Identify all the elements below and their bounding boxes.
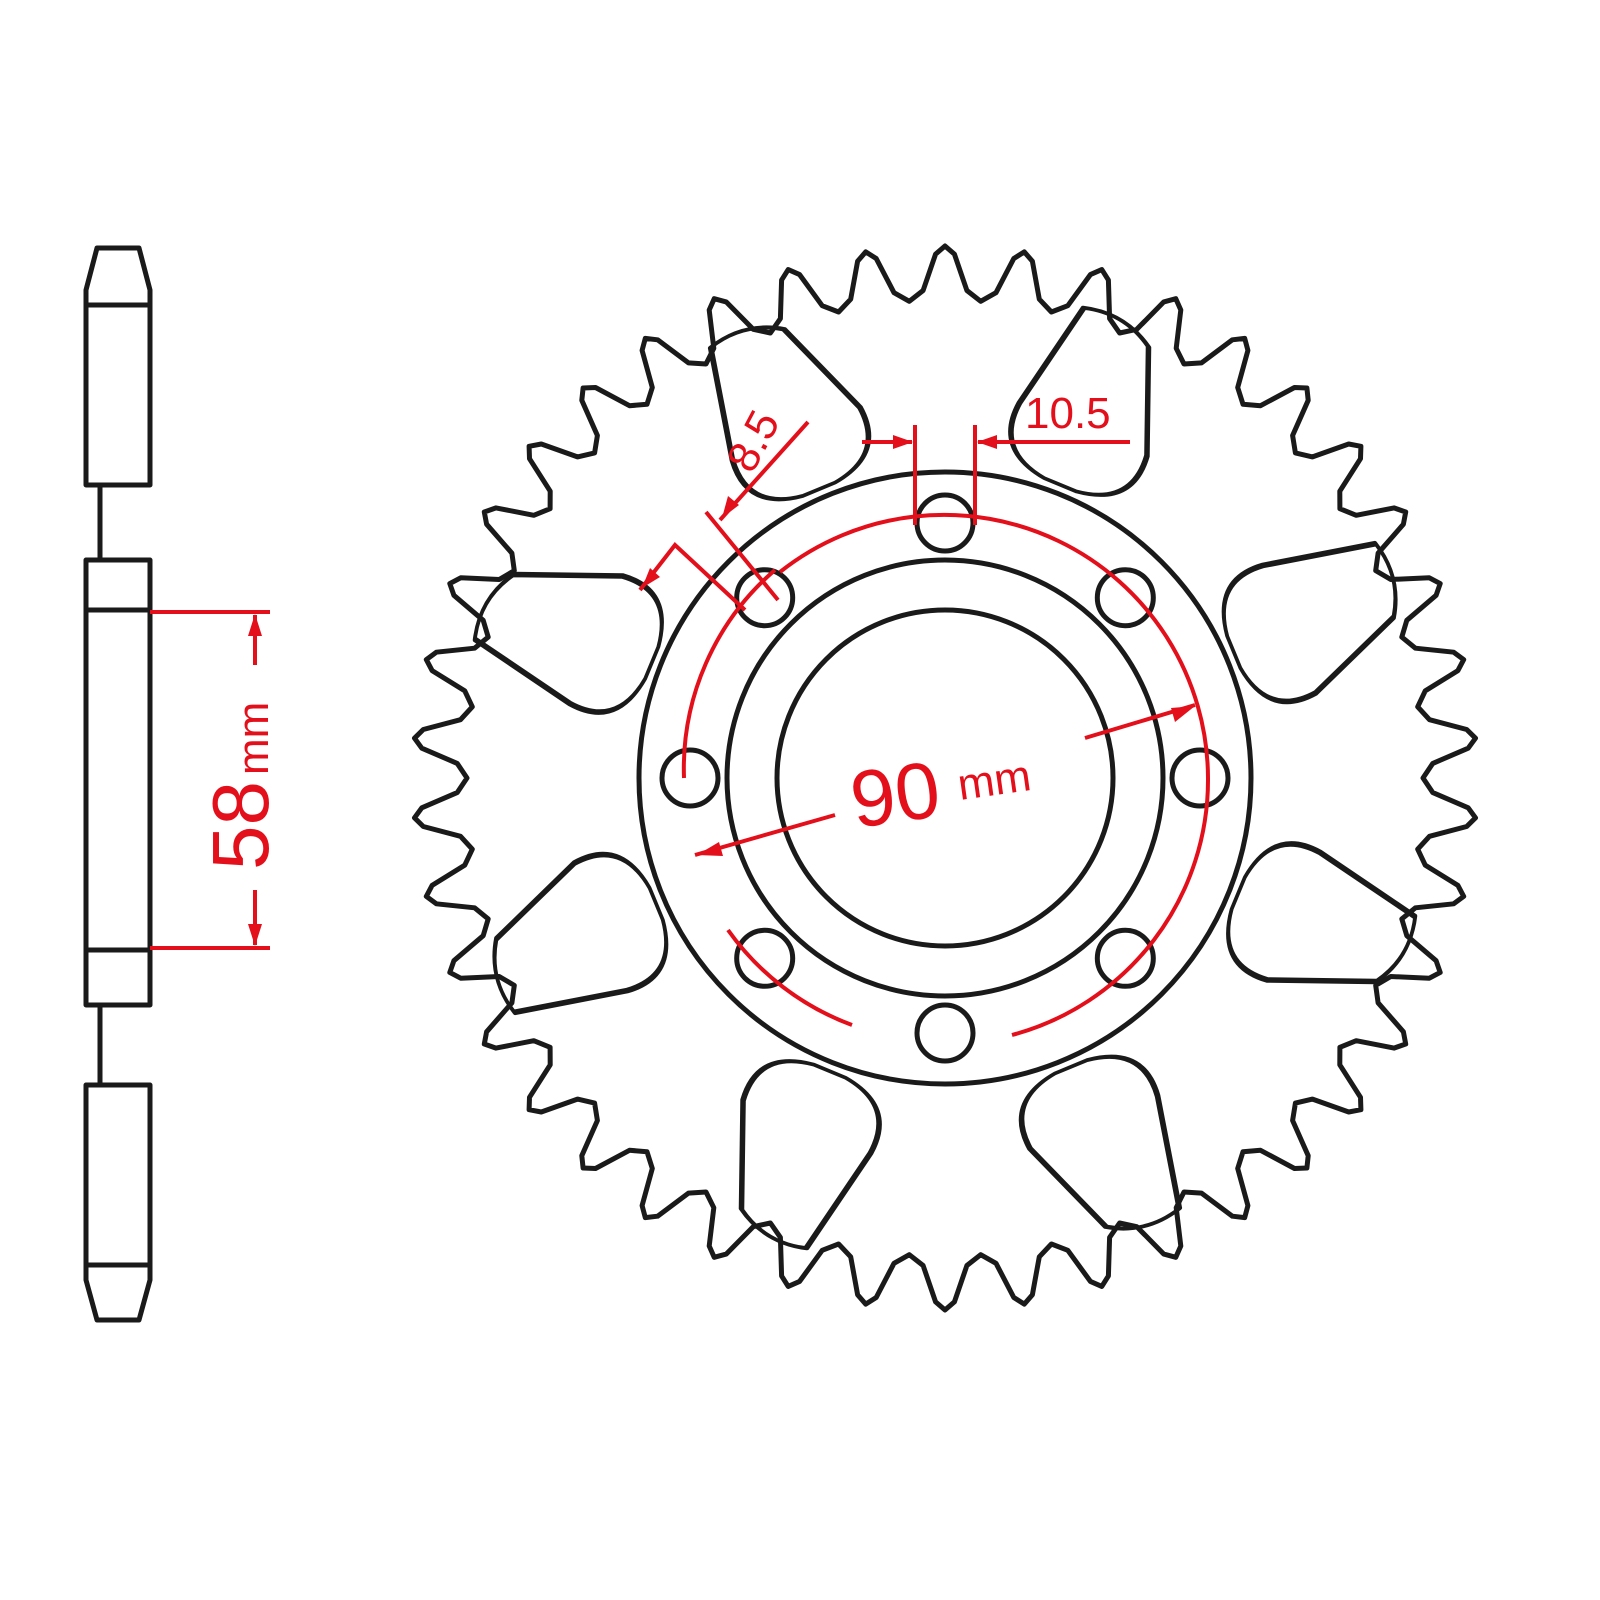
bolt-hole — [1169, 747, 1231, 809]
bolt-hole — [1094, 927, 1156, 989]
hatched-section — [83, 557, 153, 613]
pcd-unit: mm — [955, 751, 1034, 810]
lightening-cutout — [707, 325, 872, 502]
hole-width-value: 10.5 — [1025, 389, 1111, 438]
lightening-cutouts — [472, 305, 1418, 1251]
hatched-section — [83, 1082, 153, 1268]
lightening-cutout — [1008, 305, 1152, 497]
bolt-hole — [914, 1002, 976, 1064]
sprocket-teeth — [412, 243, 1478, 1313]
lightening-cutout — [738, 1059, 882, 1251]
lightening-cutout — [1221, 540, 1398, 705]
lightening-cutout — [1018, 1054, 1183, 1231]
lightening-cutout — [492, 851, 669, 1016]
pcd-dimension: 90 mm — [681, 512, 1211, 1037]
hub-ring-inner — [724, 557, 1166, 999]
lightening-cutout — [1226, 841, 1418, 985]
bolt-hole — [659, 747, 721, 809]
bore-dimension: 58 mm — [150, 610, 285, 950]
hub-ring-outer — [636, 469, 1254, 1087]
hole-width-dimension: 10.5 — [862, 389, 1130, 525]
bolt-hole-value: 8.5 — [718, 403, 790, 480]
bore-value: 58 — [196, 781, 285, 870]
center-bore — [774, 607, 1116, 949]
bolt-hole — [734, 567, 796, 629]
sprocket-front-view — [412, 243, 1478, 1313]
side-profile — [83, 245, 153, 1323]
tooth-tip — [83, 245, 153, 305]
bolt-hole — [734, 927, 796, 989]
hub-outline — [83, 485, 153, 1085]
bore-unit: mm — [229, 702, 278, 775]
hatched-section — [83, 947, 153, 1008]
pcd-value: 90 — [845, 744, 946, 845]
bolt-hole — [914, 492, 976, 554]
tooth-tip — [83, 1265, 153, 1323]
hatched-section — [83, 302, 153, 488]
lightening-cutout — [472, 571, 664, 715]
bolt-holes — [659, 492, 1231, 1064]
bolt-hole — [1094, 567, 1156, 629]
